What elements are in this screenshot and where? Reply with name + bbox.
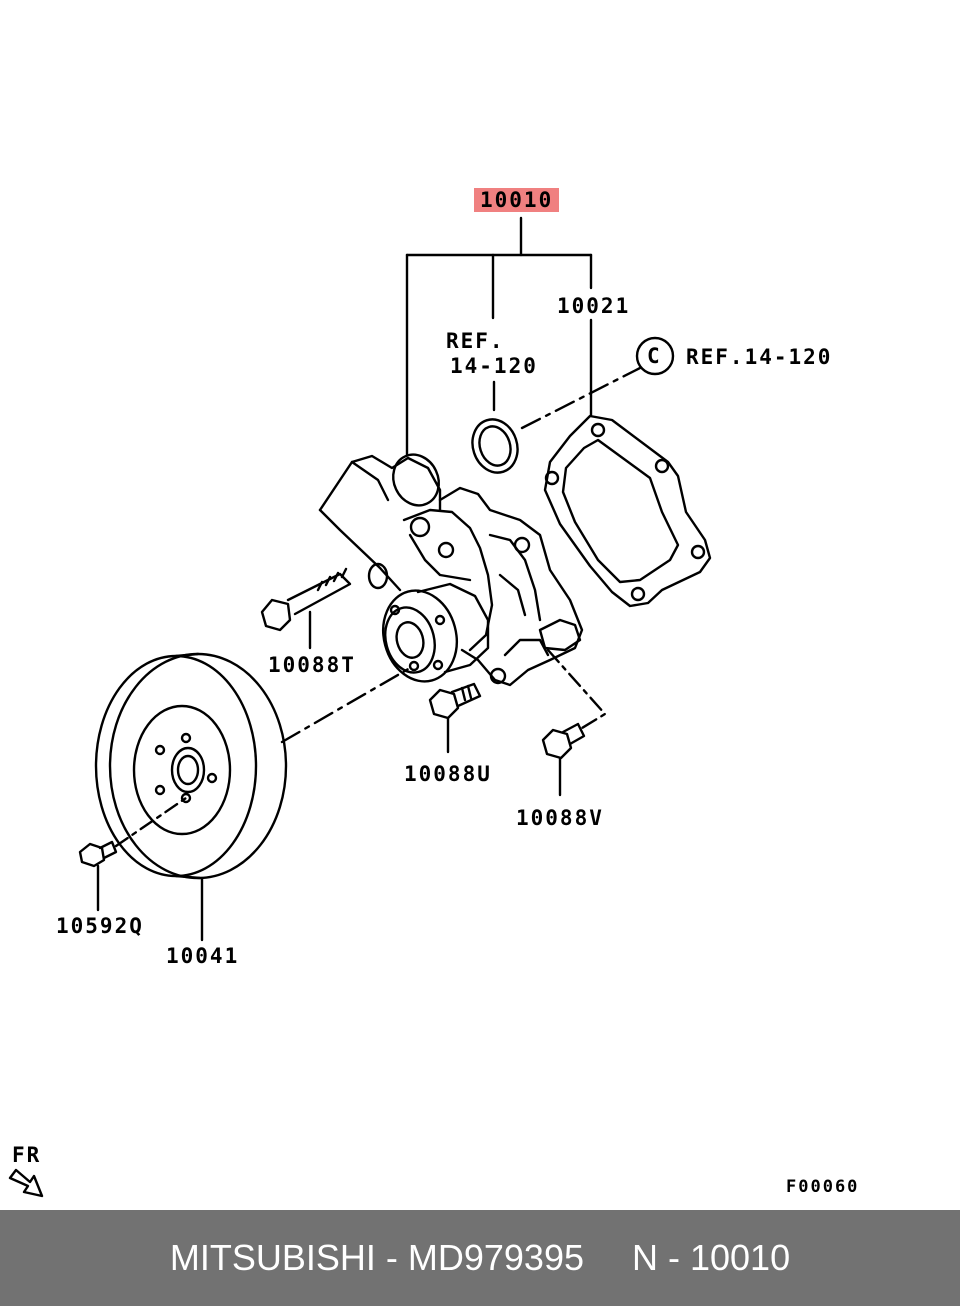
gasket bbox=[543, 414, 712, 608]
footer-brand-part: MITSUBISHI - MD979395 bbox=[169, 1237, 584, 1278]
callout-ref-right: REF.14-120 bbox=[686, 345, 833, 369]
callout-10021[interactable]: 10021 bbox=[557, 294, 631, 318]
water-pump-body bbox=[318, 453, 584, 687]
callout-10088t[interactable]: 10088T bbox=[268, 653, 356, 677]
callout-10088v[interactable]: 10088V bbox=[516, 806, 604, 830]
ref-dash-line bbox=[520, 366, 642, 430]
bolt-10592q bbox=[78, 796, 188, 912]
bolt-10088v bbox=[541, 648, 607, 797]
pulley-axis-dash bbox=[280, 666, 412, 744]
assembly-leader-lines bbox=[405, 216, 593, 457]
bolt-10088u bbox=[428, 682, 482, 754]
callout-10010[interactable]: 10010 bbox=[474, 188, 560, 212]
callout-ref-left-line1: REF. bbox=[446, 329, 505, 353]
callout-10592q[interactable]: 10592Q bbox=[56, 914, 144, 938]
pulley bbox=[94, 652, 288, 942]
footer-ref-code: N - 10010 bbox=[632, 1237, 791, 1278]
footer-bar: MITSUBISHI - MD979395 N - 10010 bbox=[0, 1210, 960, 1306]
pump-hub bbox=[382, 582, 490, 683]
callout-10041[interactable]: 10041 bbox=[166, 944, 240, 968]
o-ring bbox=[471, 380, 519, 474]
ref-circle bbox=[635, 336, 675, 376]
figure-code: F00060 bbox=[786, 1177, 860, 1197]
front-arrow-icon bbox=[8, 1168, 44, 1198]
callout-10088u[interactable]: 10088U bbox=[404, 762, 492, 786]
ref-circle-letter: C bbox=[647, 344, 662, 368]
parts-diagram bbox=[8, 216, 712, 1198]
front-marker-label: FR bbox=[12, 1143, 42, 1167]
callout-ref-left-line2: 14-120 bbox=[450, 354, 538, 378]
bolt-10088t bbox=[260, 567, 352, 650]
